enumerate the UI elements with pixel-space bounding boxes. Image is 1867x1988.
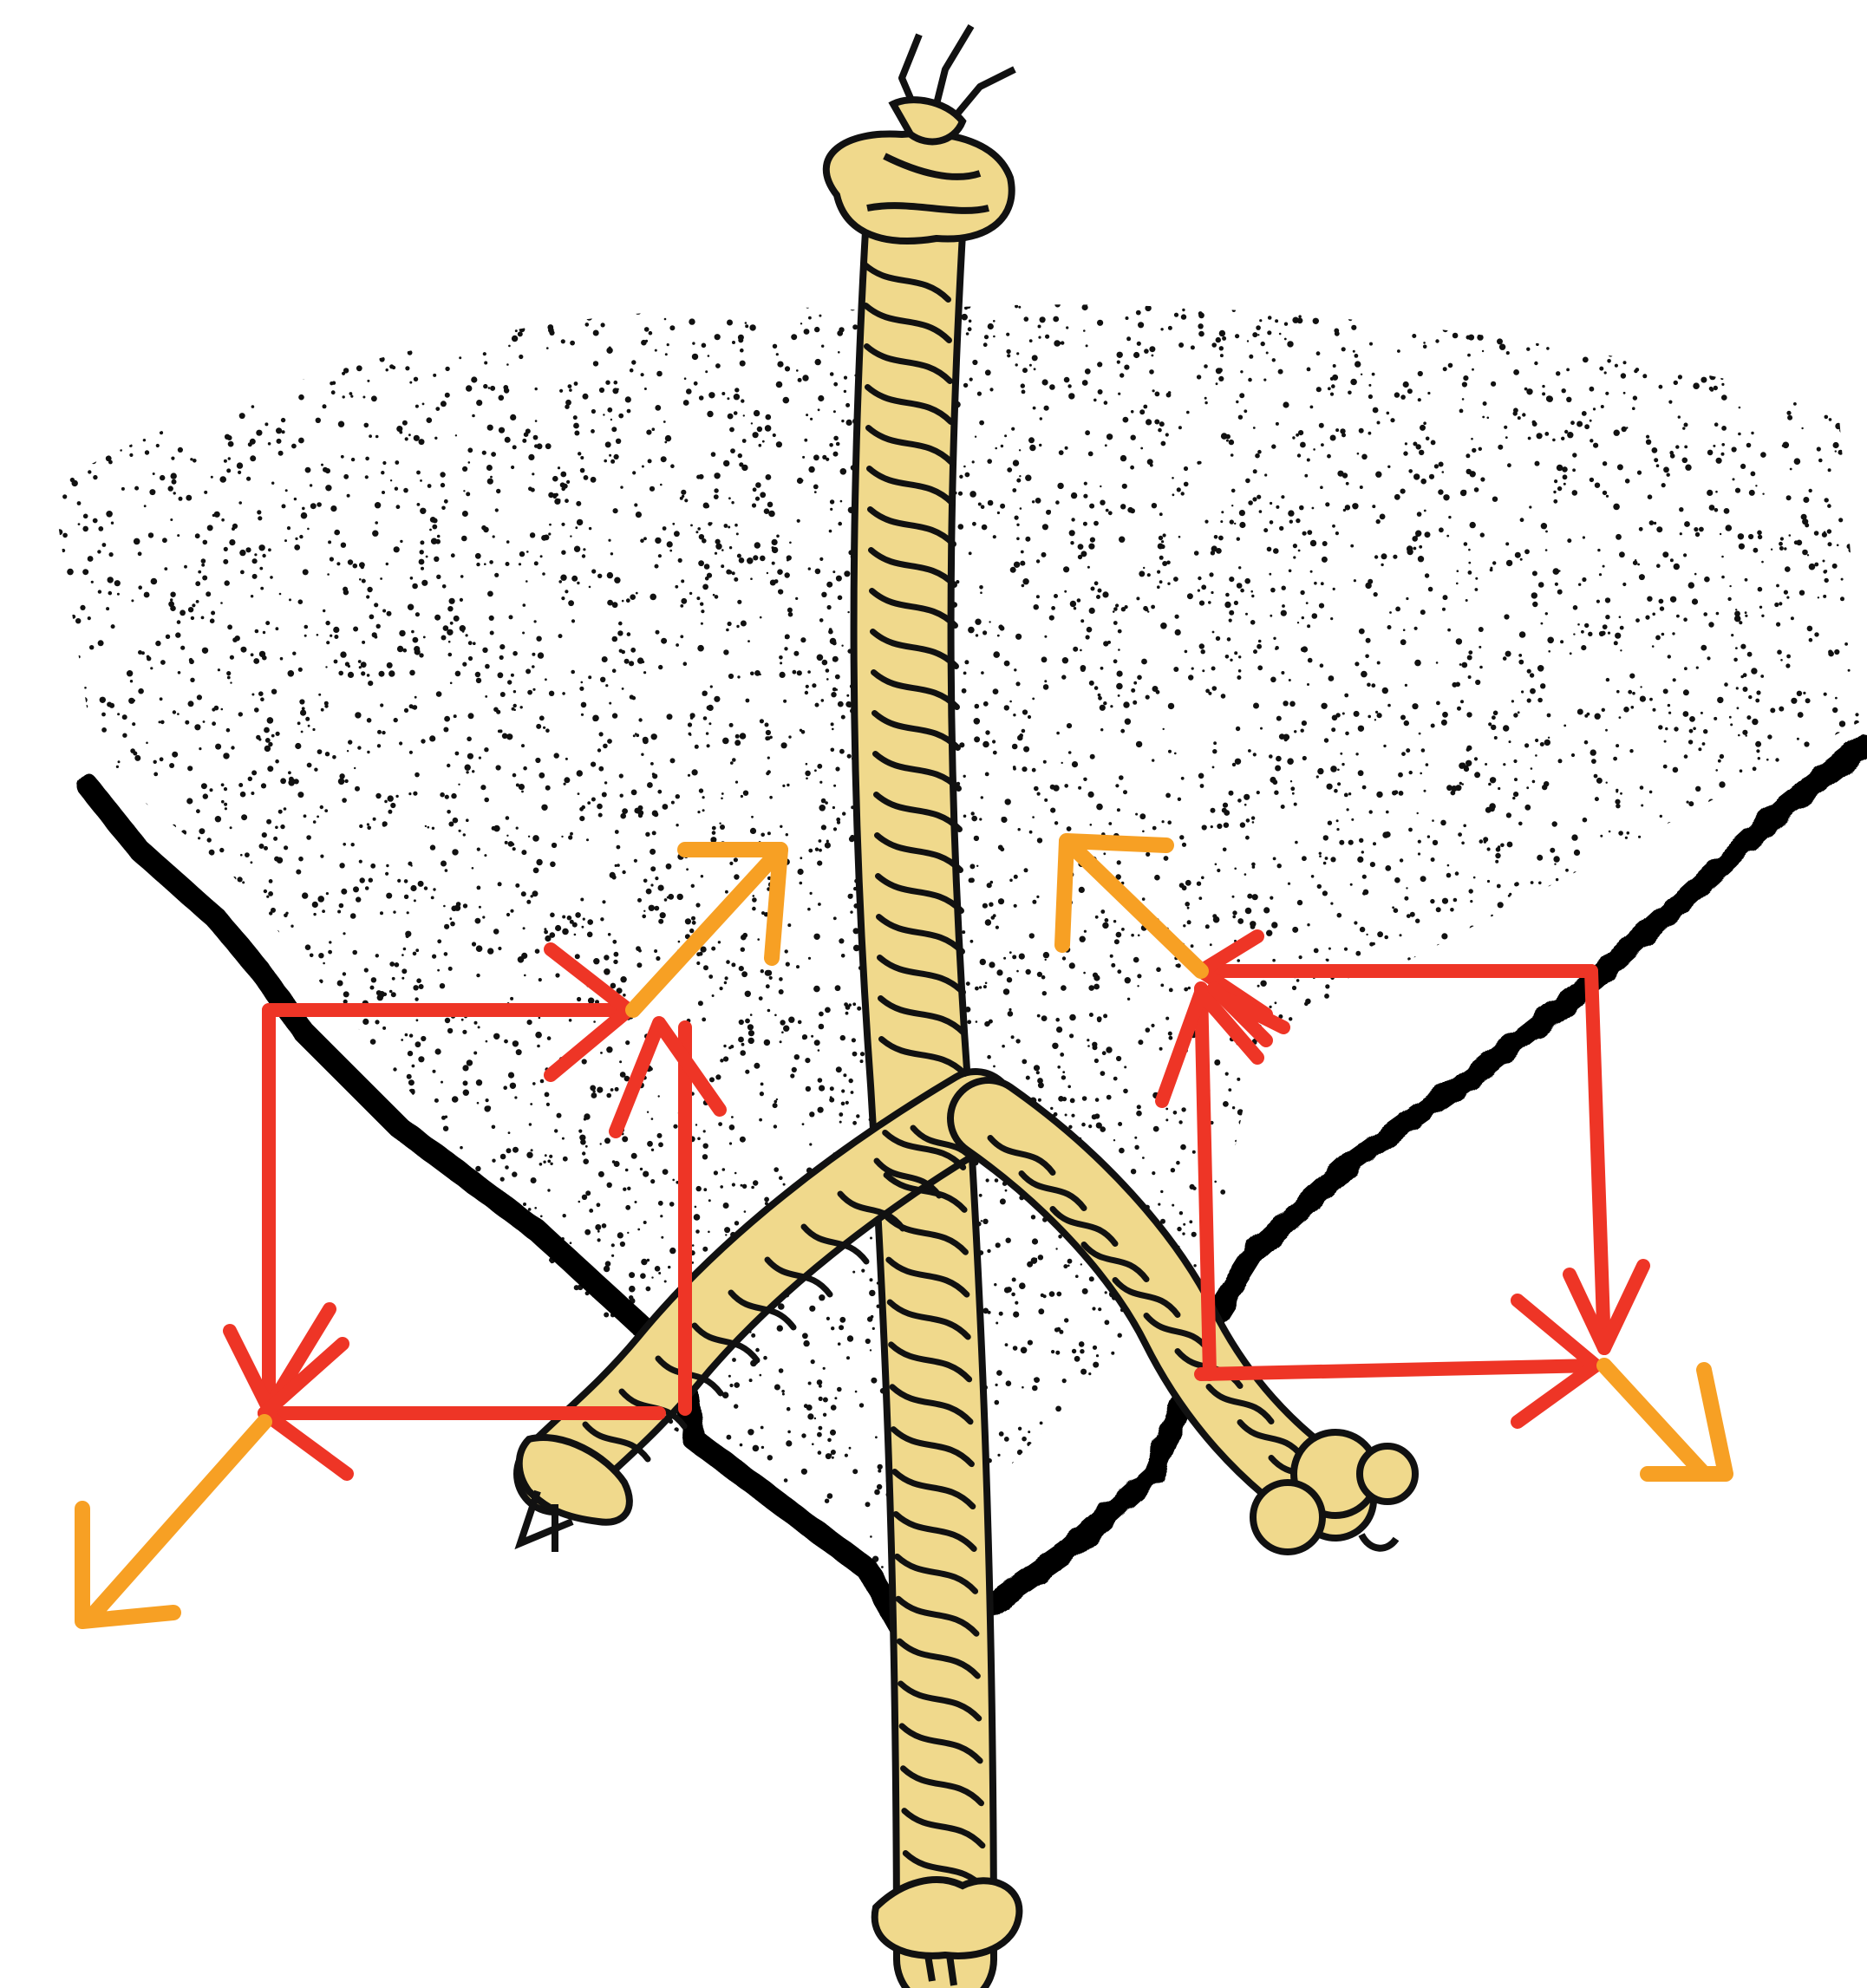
right-box-left bbox=[1201, 988, 1210, 1374]
right-box-bottom bbox=[1201, 1366, 1596, 1374]
